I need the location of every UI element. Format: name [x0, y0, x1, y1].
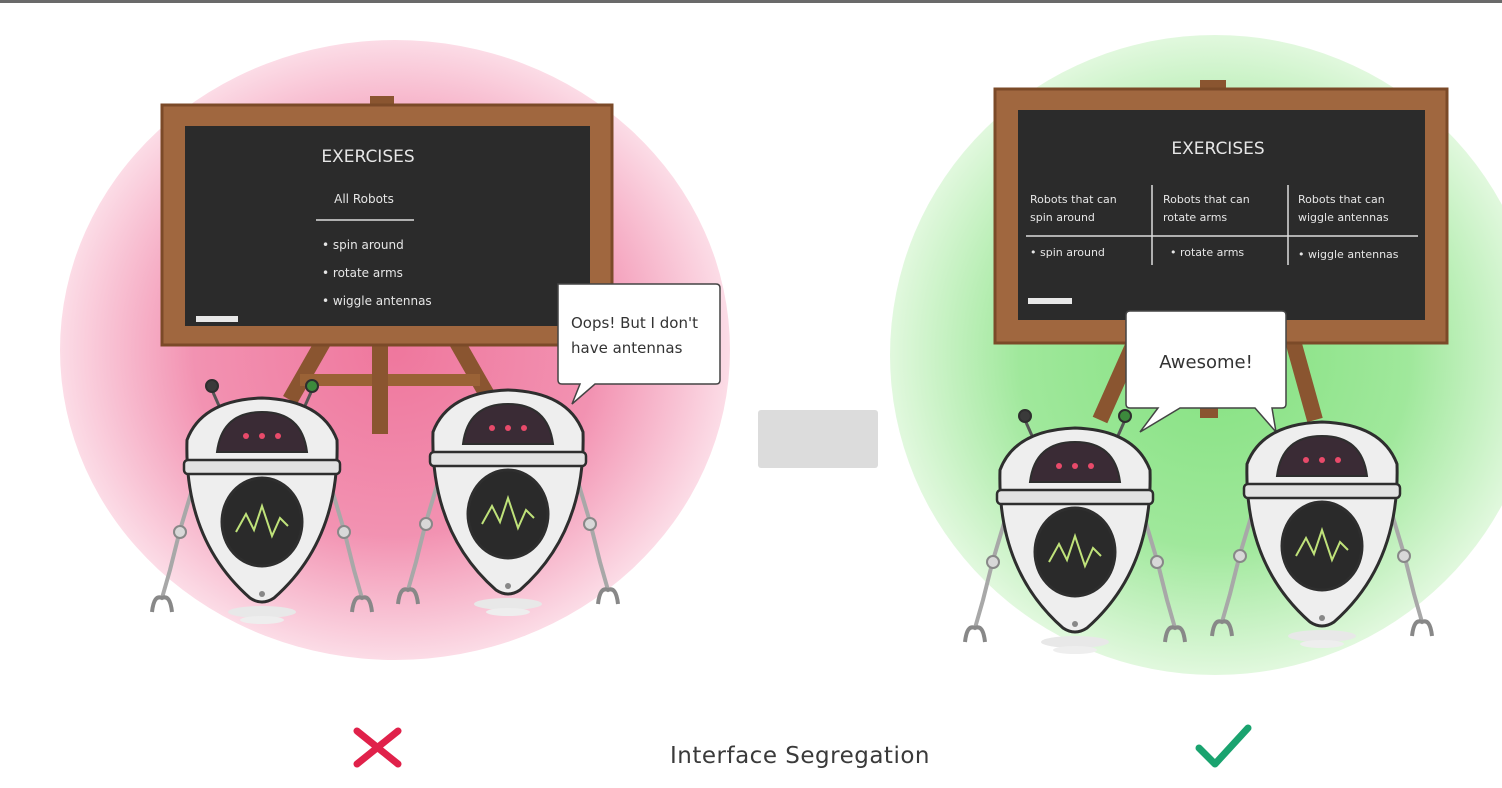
right-speech-text: Awesome! — [1159, 352, 1253, 373]
check-mark-icon — [1195, 724, 1252, 768]
right-board-item: • rotate arms — [1170, 246, 1244, 259]
right-board-column-header: spin around — [1030, 211, 1095, 224]
right-board-title: EXERCISES — [1171, 139, 1264, 159]
right-board-item: • spin around — [1030, 246, 1105, 259]
left-board-item: • rotate arms — [322, 266, 403, 280]
right-board-column-header: rotate arms — [1163, 211, 1227, 224]
left-board-title: EXERCISES — [321, 147, 414, 167]
right-board-column-header: Robots that can — [1030, 193, 1117, 206]
left-board-column-header: All Robots — [334, 192, 394, 206]
slide-caption: Interface Segregation — [670, 743, 930, 769]
left-board-item: • spin around — [322, 238, 404, 252]
right-board-column-header: Robots that can — [1163, 193, 1250, 206]
left-chalkboard: EXERCISES All Robots • spin around • rot… — [160, 103, 614, 347]
right-chalkboard: EXERCISES Robots that can spin around • … — [993, 87, 1449, 345]
right-panel: EXERCISES Robots that can spin around • … — [890, 35, 1502, 768]
center-placeholder-box — [758, 410, 878, 468]
left-panel: EXERCISES All Robots • spin around • rot… — [60, 40, 730, 768]
cross-mark-icon — [353, 727, 402, 768]
left-speech-text: have antennas — [571, 339, 683, 357]
right-speech-bubble: Awesome! — [1125, 310, 1287, 435]
left-speech-bubble: Oops! But I don't have antennas — [557, 283, 721, 405]
right-board-column-header: wiggle antennas — [1298, 211, 1389, 224]
right-board-column-header: Robots that can — [1298, 193, 1385, 206]
right-board-item: • wiggle antennas — [1298, 248, 1399, 261]
left-speech-text: Oops! But I don't — [571, 314, 698, 332]
left-board-item: • wiggle antennas — [322, 294, 432, 308]
top-border — [0, 0, 1502, 3]
